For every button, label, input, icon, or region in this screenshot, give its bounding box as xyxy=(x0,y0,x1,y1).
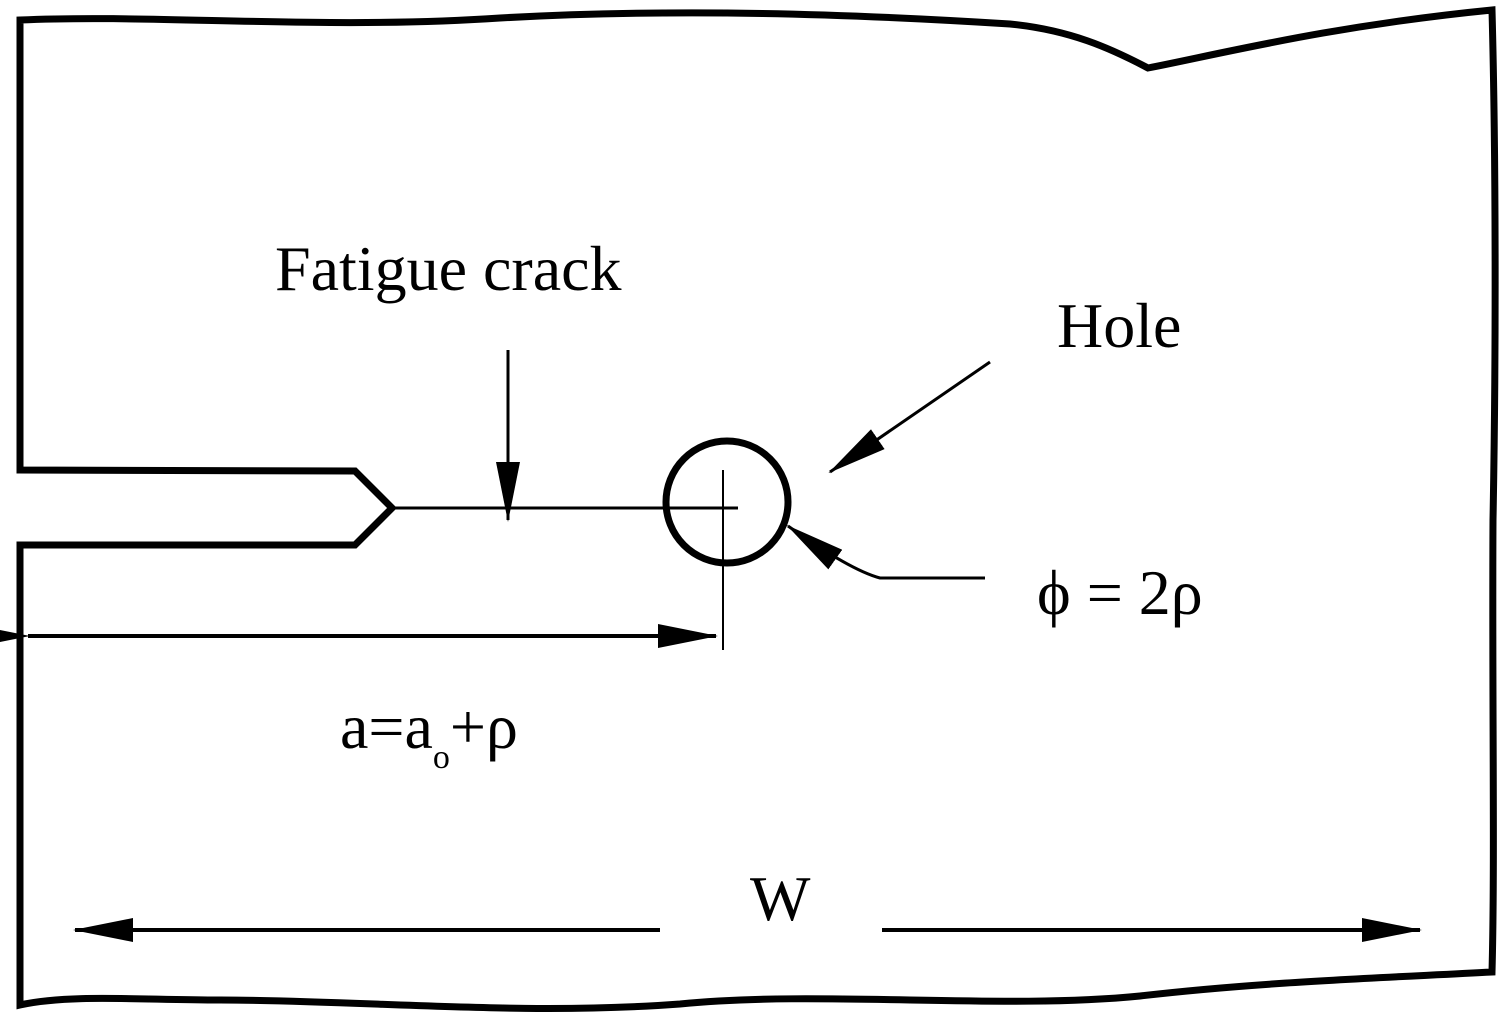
fatigue-crack-label: Fatigue crack xyxy=(275,233,622,304)
crack-length-label: a=ao+ρ xyxy=(340,691,518,776)
crack-length-rest: +ρ xyxy=(450,691,518,762)
diameter-label: ϕ = 2ρ xyxy=(1037,557,1203,628)
hole-label: Hole xyxy=(1057,290,1181,361)
hole-circle xyxy=(662,437,792,567)
crack-length-subscript: o xyxy=(433,739,450,776)
specimen-outline xyxy=(16,6,1499,1012)
width-label: W xyxy=(750,863,811,934)
diameter-leader xyxy=(786,524,985,580)
hole-arrow xyxy=(828,360,991,474)
crack-length-main: a=a xyxy=(340,691,433,762)
